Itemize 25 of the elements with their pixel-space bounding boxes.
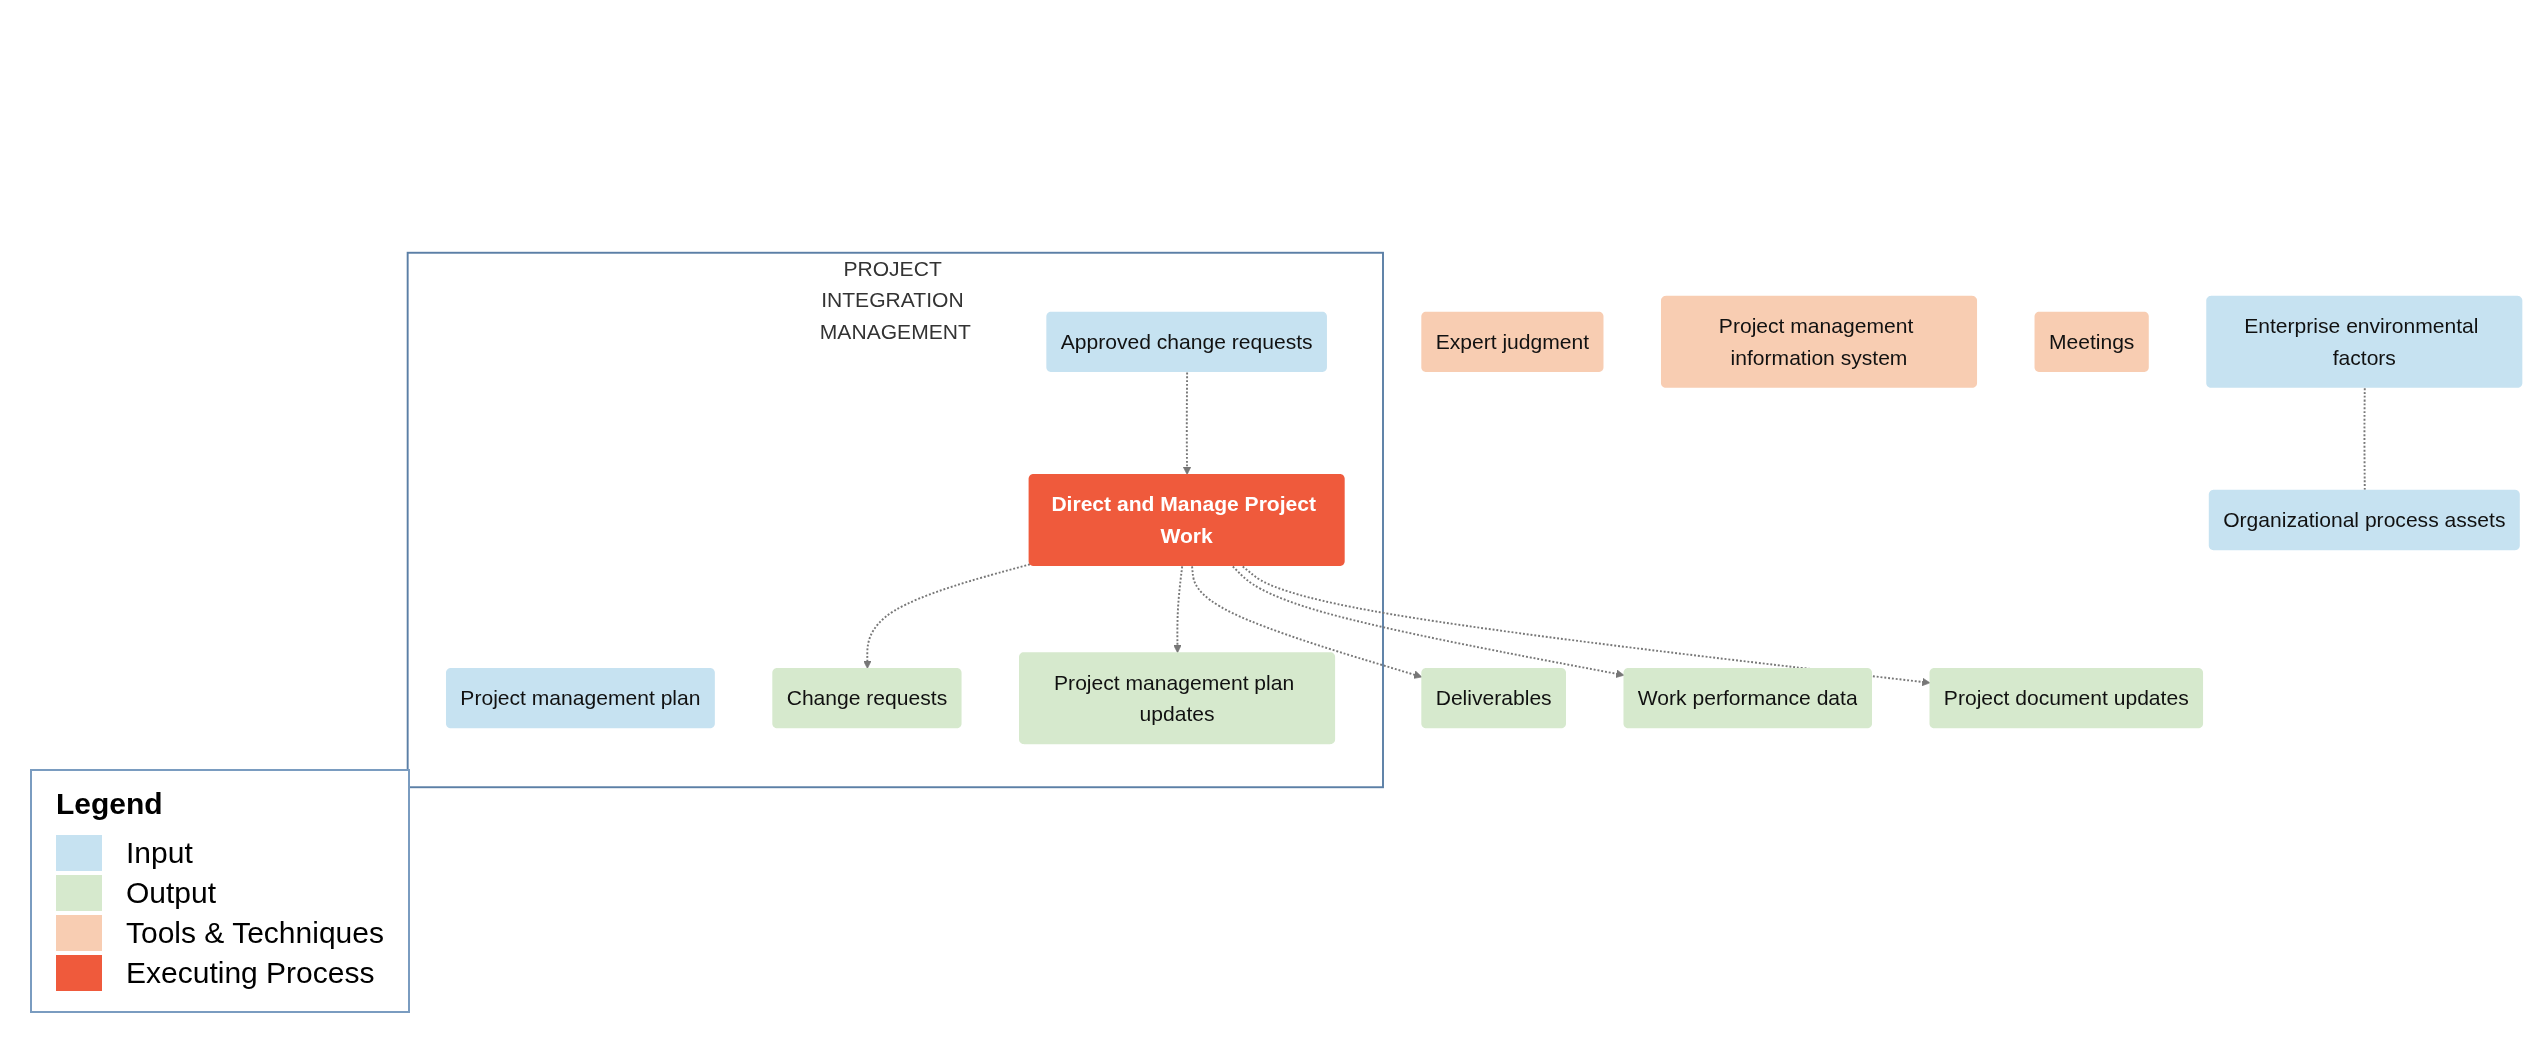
arrow [1173, 565, 1184, 654]
node-box: Change requests [772, 668, 962, 729]
arrow [863, 563, 1031, 669]
node-box: Meetings [2034, 311, 2149, 372]
arrow [1231, 565, 1625, 678]
arrow [1182, 371, 1192, 475]
connector [2363, 387, 2366, 492]
node-box: Organizational process assets [2208, 489, 2520, 551]
legend-text: Output [126, 876, 217, 910]
legend-text: Executing Process [126, 956, 375, 990]
node-box: Deliverables [1421, 668, 1566, 729]
arrow [1191, 565, 1423, 679]
node-box: Expert judgment [1421, 311, 1604, 372]
legend-heading: Legend [56, 787, 163, 821]
node-box: Approved change requests [1046, 311, 1327, 372]
legend-text: Input [126, 836, 193, 870]
node-box: Direct and Manage Project Work [1028, 474, 1345, 566]
node-box: Project management plan [446, 668, 715, 729]
node-box: Work performance data [1623, 668, 1872, 729]
node-box: Project management plan updates [1019, 652, 1336, 745]
legend-text: Tools & Techniques [126, 916, 384, 950]
node-box: Project document updates [1929, 668, 2204, 729]
arrow [1241, 565, 1931, 687]
node-box: Enterprise environmental factors [2206, 295, 2523, 388]
node-box: Project management information system [1660, 295, 1978, 388]
